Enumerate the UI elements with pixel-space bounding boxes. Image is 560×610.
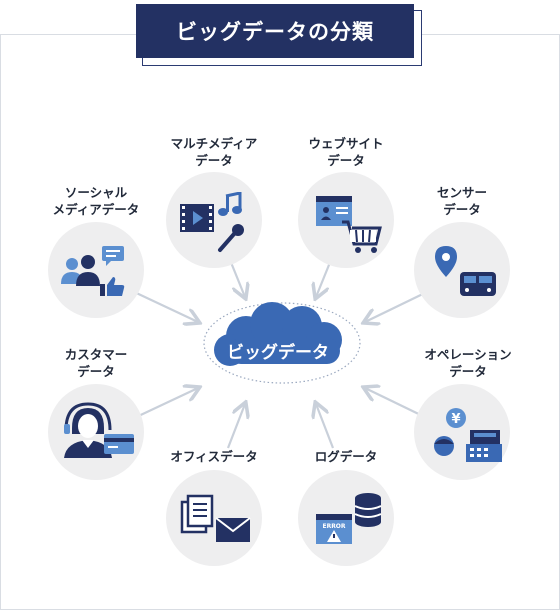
arrow-customer [129,388,198,421]
label-sensor: センサー データ [436,185,487,217]
social-media-icon [61,246,125,296]
label-multimedia: マルチメディア データ [170,136,258,168]
yen-text: ¥ [451,412,460,427]
title-banner: ビッグデータの分類 [136,4,422,66]
customer-operator-icon [64,402,134,458]
label-web: ウェブサイト データ [308,136,384,168]
label-log: ログデータ [314,449,378,464]
label-operation: オペレーション データ [424,347,512,379]
arrow-log [316,404,335,449]
circle-social [48,222,144,318]
website-cart-icon [316,196,382,253]
page-title: ビッグデータの分類 [136,4,414,58]
center-label: ビッグデータ [227,343,329,363]
error-text: ERROR [322,523,345,530]
arrow-sensor [365,289,432,322]
operation-register-icon: ¥ [434,408,502,462]
label-office: オフィスデータ [170,449,258,464]
center-cloud [203,302,361,384]
label-customer: カスタマー データ [64,347,128,379]
sensor-icon [435,246,496,296]
arrow-office [226,404,245,449]
label-social: ソーシャル メディアデータ [52,185,140,217]
circle-sensor [414,222,510,318]
arrow-social [129,289,198,322]
office-docs-mail-icon [180,494,251,542]
log-error-database-icon: ERROR [316,493,382,544]
multimedia-icon [180,192,244,252]
